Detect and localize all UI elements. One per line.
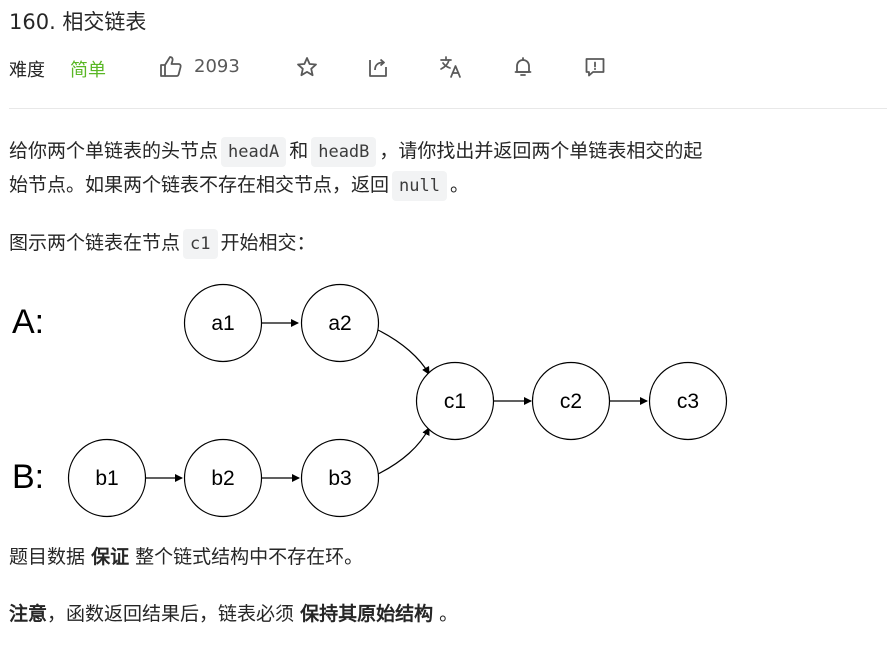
- edge-b3-c1: [377, 427, 430, 475]
- code-null: null: [392, 171, 447, 201]
- description-text: 开始相交：: [220, 232, 316, 254]
- list-a-label: A:: [12, 303, 44, 341]
- node-label: c3: [677, 390, 699, 413]
- node-c2: c2: [531, 361, 611, 441]
- node-label: a1: [211, 312, 234, 335]
- bell-icon[interactable]: [510, 54, 536, 80]
- description-paragraph-4: 注意，函数返回结果后，链表必须 保持其原始结构 。: [9, 597, 458, 631]
- node-b1: b1: [67, 438, 147, 518]
- node-label: b2: [211, 467, 234, 490]
- node-label: b3: [328, 467, 351, 490]
- description-text: 。: [449, 174, 469, 196]
- thumbs-up-icon[interactable]: [158, 54, 184, 80]
- description-text: ，请你找出并返回两个单链表相交的起: [379, 140, 703, 162]
- share-icon[interactable]: [365, 54, 391, 80]
- description-text: 始节点。如果两个链表不存在相交节点，返回: [9, 174, 390, 196]
- emphasis-text: 保证: [91, 546, 130, 568]
- node-label: c2: [560, 390, 582, 413]
- list-b-label: B:: [12, 458, 44, 496]
- description-text: 整个链式结构中不存在环。: [135, 546, 364, 568]
- node-b2: b2: [183, 438, 263, 518]
- description-text: 图示两个链表在节点: [9, 232, 181, 254]
- node-b3: b3: [300, 438, 380, 518]
- like-count: 2093: [194, 56, 240, 77]
- description-text: 和: [289, 140, 309, 162]
- description-text: 题目数据: [9, 546, 86, 568]
- node-c3: c3: [648, 361, 728, 441]
- difficulty-value: 简单: [70, 60, 106, 81]
- code-headB: headB: [311, 137, 377, 167]
- problem-meta-bar: 难度 简单 2093: [9, 52, 884, 84]
- description-text: ，函数返回结果后，链表必须: [47, 603, 295, 625]
- code-c1: c1: [183, 229, 218, 259]
- node-label: c1: [444, 390, 466, 413]
- linked-list-diagram: A: B: a1 a2 b1 b2 b3: [12, 283, 728, 518]
- description-text: 。: [439, 603, 459, 625]
- node-c1: c1: [415, 361, 495, 441]
- code-headA: headA: [221, 137, 287, 167]
- translate-icon[interactable]: [438, 54, 464, 80]
- description-text: 给你两个单链表的头节点: [9, 140, 219, 162]
- node-a2: a2: [300, 283, 380, 363]
- node-label: a2: [328, 312, 351, 335]
- emphasis-text: 注意: [9, 603, 48, 625]
- feedback-icon[interactable]: [582, 54, 608, 80]
- description-paragraph-3: 题目数据 保证 整个链式结构中不存在环。: [9, 540, 363, 574]
- edge-a2-c1: [377, 329, 430, 375]
- star-icon[interactable]: [294, 54, 320, 80]
- header-divider: [9, 108, 887, 109]
- emphasis-text: 保持其原始结构: [300, 603, 434, 625]
- node-label: b1: [95, 467, 118, 490]
- problem-title: 160. 相交链表: [9, 10, 147, 34]
- node-a1: a1: [183, 283, 263, 363]
- difficulty-label: 难度: [9, 60, 45, 81]
